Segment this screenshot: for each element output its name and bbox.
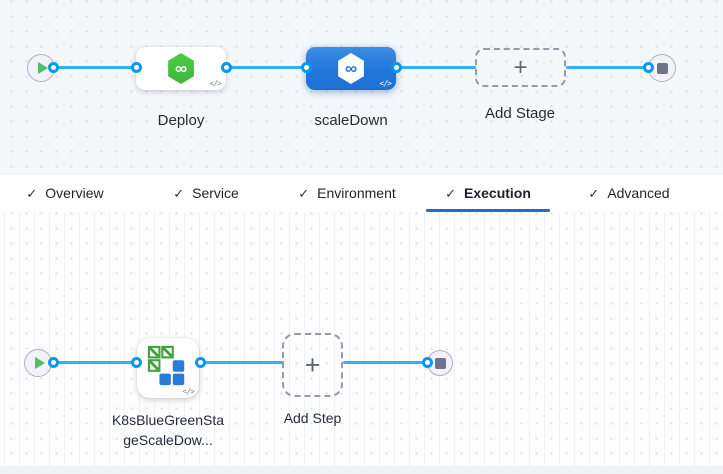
harness-deploy-icon: ∞ [168, 53, 194, 84]
stage-pipeline-canvas[interactable]: ∞ </> ∞ </> + Deploy scaleDown Add Stage [0, 0, 723, 173]
port [301, 62, 312, 73]
check-icon: ✓ [445, 185, 456, 201]
stage-label-deploy: Deploy [157, 112, 205, 129]
execution-step-canvas[interactable]: </> + K8sBlueGreenStageScaleDow... Add S… [0, 212, 723, 466]
edge-start-to-deploy [54, 66, 138, 69]
edge-addstep-to-end [343, 361, 429, 364]
stage-config-tabs: ✓ Overview ✓ Service ✓ Environment ✓ Exe… [0, 173, 723, 212]
edge-deploy-to-scaledown [226, 66, 308, 69]
add-stage-button[interactable]: + [475, 48, 566, 87]
plus-icon: + [513, 53, 528, 81]
stop-icon [434, 357, 446, 369]
port [221, 62, 232, 73]
tab-execution[interactable]: ✓ Execution [426, 174, 550, 212]
code-icon: </> [209, 79, 222, 88]
canvas-footer-strip [0, 466, 723, 474]
tab-label: Service [192, 185, 239, 201]
tab-advanced[interactable]: ✓ Advanced [567, 174, 691, 212]
stage-node-deploy[interactable]: ∞ </> [136, 47, 226, 90]
tab-environment[interactable]: ✓ Environment [285, 174, 409, 212]
add-step-label: Add Step [283, 410, 342, 426]
port [131, 357, 142, 368]
plus-icon: + [304, 349, 321, 380]
add-stage-label: Add Stage [484, 105, 556, 122]
edge-step-to-addstep [200, 361, 284, 364]
tab-label: Environment [317, 185, 396, 201]
code-icon: </> [379, 79, 392, 88]
add-step-button[interactable]: + [282, 333, 343, 397]
edge-scaledown-to-addstage [396, 66, 476, 69]
tab-label: Execution [464, 185, 531, 201]
tab-label: Overview [45, 185, 104, 201]
stage-label-scaledown: scaleDown [314, 112, 388, 129]
play-icon [34, 357, 45, 369]
play-icon [37, 62, 48, 74]
tab-label: Advanced [607, 185, 670, 201]
tab-service[interactable]: ✓ Service [144, 174, 268, 212]
check-icon: ✓ [588, 185, 600, 201]
k8s-blue-green-scale-icon [147, 345, 189, 387]
stage-node-scaledown[interactable]: ∞ </> [306, 47, 396, 90]
port [195, 357, 206, 368]
infinity-glyph: ∞ [174, 58, 188, 78]
port [422, 357, 433, 368]
port [48, 62, 59, 73]
tab-overview[interactable]: ✓ Overview [3, 174, 127, 212]
port [131, 62, 142, 73]
edge-addstage-to-end [566, 66, 650, 69]
check-icon: ✓ [26, 185, 38, 201]
infinity-glyph: ∞ [344, 58, 358, 78]
port [643, 62, 654, 73]
step-node-k8s-scaledown[interactable]: </> [137, 338, 199, 398]
port [48, 357, 59, 368]
port [391, 62, 402, 73]
edge-start-to-step [54, 361, 138, 364]
stop-icon [656, 62, 668, 74]
check-icon: ✓ [173, 185, 185, 201]
step-label-k8s-scaledown: K8sBlueGreenStageScaleDow... [111, 412, 225, 448]
code-icon: </> [182, 387, 195, 396]
check-icon: ✓ [298, 185, 310, 201]
harness-deploy-icon: ∞ [338, 53, 364, 84]
